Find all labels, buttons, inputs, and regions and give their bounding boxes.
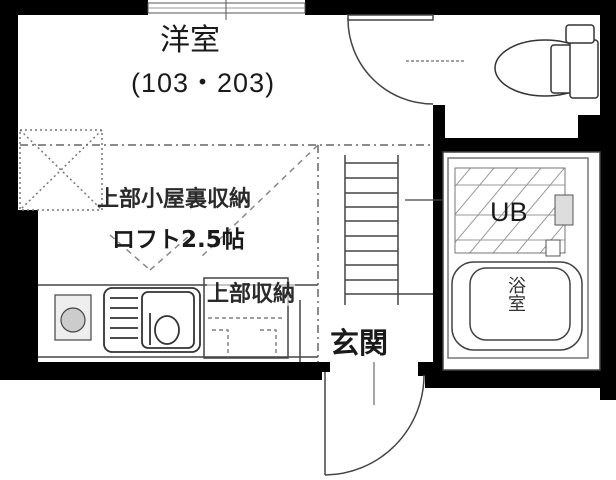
toilet-icon	[494, 24, 599, 99]
loft-boundary	[20, 144, 433, 362]
walls	[0, 0, 616, 400]
upper-storage-label: 上部収納	[207, 282, 296, 307]
loft-diagonals	[109, 144, 319, 271]
toilet-door	[347, 14, 434, 105]
bathtub-icon	[451, 261, 583, 351]
entrance-label: 玄関	[330, 326, 389, 360]
bath-drain	[545, 239, 561, 257]
ladder-icon	[344, 155, 433, 305]
loft-label: 上部小屋裏収納	[97, 187, 252, 212]
western-room-units: (103・203)	[131, 68, 276, 98]
loft-outline	[19, 129, 103, 211]
unit-bath-label: UB	[490, 197, 528, 227]
bath-floor-hatch	[454, 167, 566, 254]
window	[147, 0, 306, 20]
upper-storage-box	[203, 277, 301, 362]
storage-fixtures	[208, 317, 285, 358]
sink-icon	[103, 287, 201, 353]
loft-size-label: ロフト2.5帖	[112, 227, 245, 253]
bathtub-label: 浴室	[505, 276, 526, 312]
entrance-door	[324, 372, 425, 476]
washing-machine-icon	[54, 294, 92, 341]
western-room-label: 洋室	[160, 23, 220, 58]
shower-fixture	[554, 194, 574, 226]
